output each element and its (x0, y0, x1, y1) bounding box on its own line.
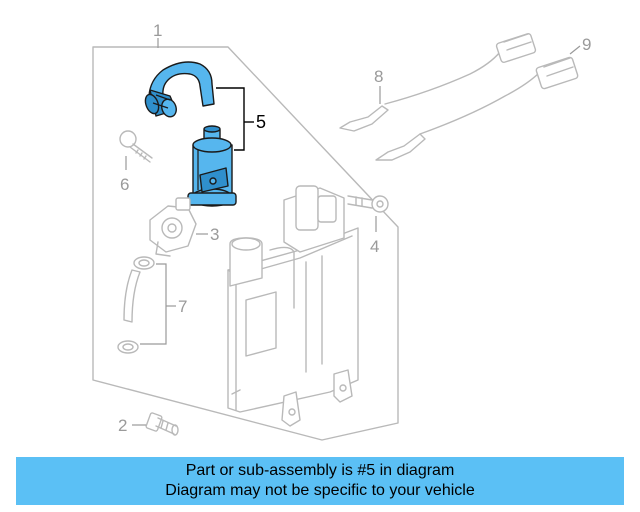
callout-1: 1 (153, 21, 162, 40)
hose-7 (117, 256, 155, 354)
parts-diagram: 1 8 9 5 (92, 21, 591, 441)
callout-5: 5 (256, 112, 266, 132)
callout-7-bracket (140, 263, 167, 345)
callout-2: 2 (118, 416, 127, 435)
info-banner: Part or sub-assembly is #5 in diagram Di… (16, 457, 624, 505)
banner-line-1: Part or sub-assembly is #5 in diagram (185, 462, 455, 479)
callout-7: 7 (178, 297, 187, 316)
callout-4: 4 (370, 237, 379, 256)
valve-3 (149, 197, 197, 257)
callout-9: 9 (582, 35, 591, 54)
bolt-4 (347, 195, 389, 213)
sensor-8 (339, 33, 537, 132)
bolt-2 (145, 412, 179, 436)
sensor-9 (375, 56, 579, 161)
callout-3: 3 (210, 225, 219, 244)
hose-part-5 (144, 61, 215, 118)
assembly-outline (92, 46, 399, 441)
filter-part-5 (187, 125, 237, 207)
callout-5-bracket (216, 87, 245, 151)
bolt-6 (119, 130, 153, 163)
canister-1 (227, 185, 359, 427)
banner-line-2: Diagram may not be specific to your vehi… (165, 482, 475, 499)
callout-8: 8 (374, 67, 383, 86)
callout-9-leader (569, 45, 581, 55)
callout-6: 6 (120, 175, 129, 194)
